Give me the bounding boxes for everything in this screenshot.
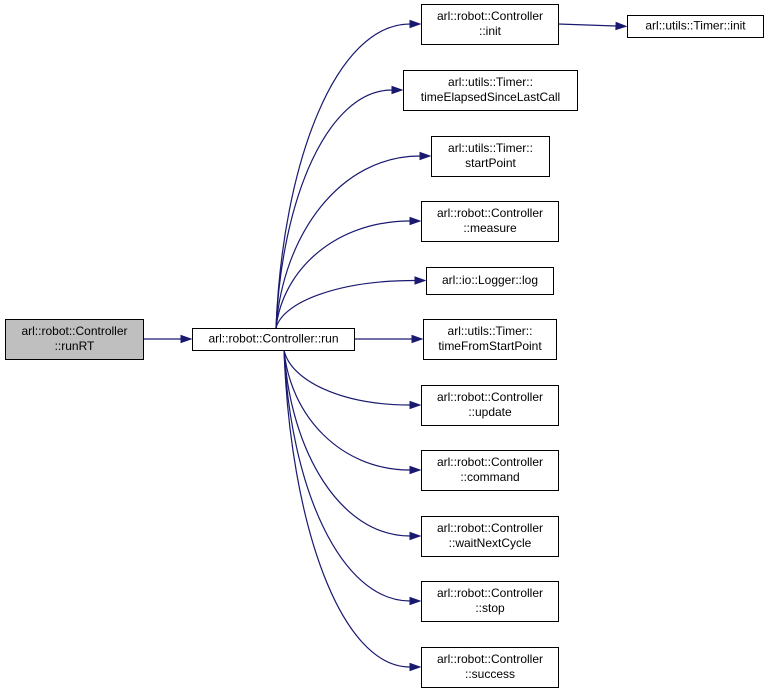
node-init[interactable]: arl::robot::Controller::init: [421, 4, 559, 45]
node-box: [403, 70, 578, 111]
node-box: [192, 328, 355, 351]
node-label: arl::utils::Timer::init: [645, 19, 746, 33]
arrowhead-icon: [409, 216, 422, 226]
node-timer-init[interactable]: arl::utils::Timer::init: [627, 15, 764, 38]
node-box: [421, 581, 559, 622]
arrowhead-icon: [409, 662, 422, 672]
node-update[interactable]: arl::robot::Controller::update: [421, 385, 559, 426]
node-label: arl::robot::Controller: [437, 652, 543, 666]
node-box: [421, 516, 559, 557]
edge-line: [283, 349, 411, 471]
arrowhead-icon: [411, 334, 424, 344]
edge-line: [275, 23, 411, 329]
node-stop[interactable]: arl::robot::Controller::stop: [421, 581, 559, 622]
edge-run-to-init: [275, 19, 422, 329]
node-label: arl::robot::Controller: [437, 455, 543, 469]
arrowhead-icon: [409, 19, 422, 29]
node-box: [5, 319, 144, 360]
edge-line: [275, 89, 393, 329]
node-box: [423, 319, 557, 360]
node-label: arl::robot::Controller: [437, 206, 543, 220]
node-success[interactable]: arl::robot::Controller::success: [421, 647, 559, 688]
edge-run-to-time-elapsed: [275, 85, 404, 329]
edge-line: [275, 279, 416, 329]
node-label: timeElapsedSinceLastCall: [421, 90, 560, 104]
edge-run-to-wait-next-cycle: [283, 349, 422, 541]
edge-line: [275, 155, 421, 329]
node-label: arl::robot::Controller: [21, 324, 127, 338]
node-measure[interactable]: arl::robot::Controller::measure: [421, 201, 559, 242]
node-time-elapsed[interactable]: arl::utils::Timer::timeElapsedSinceLastC…: [403, 70, 578, 111]
node-label: ::measure: [463, 221, 517, 235]
node-label: startPoint: [465, 156, 516, 170]
node-box: [421, 450, 559, 491]
edge-line: [283, 349, 411, 668]
edge-run-to-stop: [283, 349, 422, 606]
node-label: ::command: [460, 470, 519, 484]
node-box: [431, 136, 550, 177]
node-run-rt[interactable]: arl::robot::Controller::runRT: [5, 319, 144, 360]
arrowhead-icon: [409, 596, 422, 606]
node-wait-next-cycle[interactable]: arl::robot::Controller::waitNextCycle: [421, 516, 559, 557]
arrowhead-icon: [409, 400, 422, 410]
node-box: [627, 15, 764, 38]
node-box: [421, 647, 559, 688]
edge-line: [557, 23, 617, 27]
edge-line: [275, 220, 411, 329]
arrowhead-icon: [414, 276, 427, 285]
node-label: arl::io::Logger::log: [442, 273, 538, 287]
arrowhead-icon: [391, 85, 404, 95]
node-label: arl::robot::Controller: [437, 521, 543, 535]
node-label: ::waitNextCycle: [449, 536, 532, 550]
edge-line: [283, 349, 411, 602]
edge-run-to-start-point: [275, 151, 432, 329]
edge-run-to-time-from-start: [354, 334, 424, 344]
node-box: [421, 385, 559, 426]
node-label: ::update: [468, 405, 512, 419]
arrowhead-icon: [180, 334, 193, 344]
node-box: [421, 201, 559, 242]
node-label: arl::robot::Controller: [437, 586, 543, 600]
node-label: arl::utils::Timer::: [448, 141, 533, 155]
node-start-point[interactable]: arl::utils::Timer::startPoint: [431, 136, 550, 177]
node-run[interactable]: arl::robot::Controller::run: [192, 328, 355, 351]
node-box: [421, 4, 559, 45]
edge-run-to-update: [283, 349, 422, 410]
edge-run-to-log: [275, 276, 427, 329]
node-label: arl::utils::Timer::: [448, 75, 533, 89]
edge-run-rt-to-run: [143, 334, 193, 344]
node-label: ::stop: [475, 601, 505, 615]
node-label: timeFromStartPoint: [438, 339, 542, 353]
node-label: arl::robot::Controller::run: [208, 332, 338, 346]
edge-run-to-measure: [275, 216, 422, 329]
arrowhead-icon: [409, 465, 422, 475]
edge-init-to-timer-init: [557, 21, 628, 31]
call-edges: [143, 19, 628, 672]
node-label: ::success: [465, 667, 515, 681]
edge-run-to-success: [283, 349, 422, 672]
edge-line: [283, 349, 411, 537]
node-label: arl::robot::Controller: [437, 390, 543, 404]
arrowhead-icon: [409, 531, 422, 541]
node-log[interactable]: arl::io::Logger::log: [426, 267, 554, 295]
call-nodes: arl::robot::Controller::runRTarl::robot:…: [5, 4, 764, 688]
edge-line: [283, 349, 411, 406]
node-label: arl::utils::Timer::: [448, 324, 533, 338]
arrowhead-icon: [419, 151, 432, 161]
node-box: [426, 267, 554, 295]
node-label: ::init: [479, 24, 502, 38]
node-command[interactable]: arl::robot::Controller::command: [421, 450, 559, 491]
node-label: ::runRT: [55, 339, 95, 353]
node-time-from-start[interactable]: arl::utils::Timer::timeFromStartPoint: [423, 319, 557, 360]
node-label: arl::robot::Controller: [437, 9, 543, 23]
arrowhead-icon: [615, 21, 628, 31]
edge-run-to-command: [283, 349, 422, 475]
